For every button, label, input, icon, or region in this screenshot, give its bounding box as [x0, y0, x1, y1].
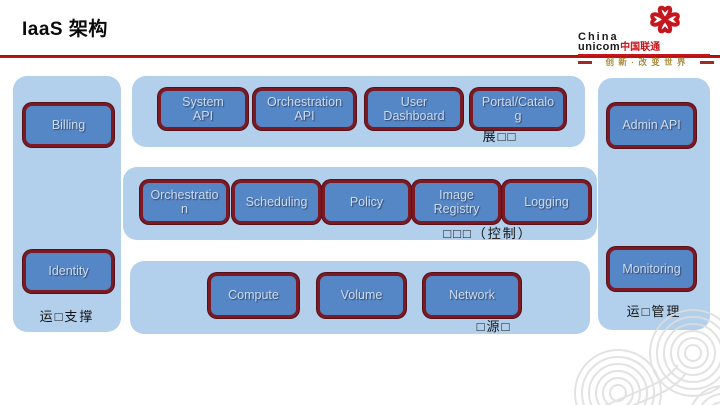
node-label: Monitoring — [622, 261, 681, 276]
node-label: Portal/Catalog — [481, 94, 555, 123]
node-logging: Logging — [502, 180, 591, 224]
caption-operation-support: 运□支撑 — [39, 309, 95, 324]
tagline-dash-right — [700, 60, 714, 64]
tagline-dash-left — [578, 60, 592, 64]
node-label: System API — [182, 94, 224, 123]
node-label: Compute — [228, 288, 279, 303]
node-label: Identity — [48, 264, 89, 279]
tagline-text: 创 新 · 改 变 世 界 — [605, 57, 687, 67]
brand-en: unicom — [578, 41, 621, 53]
node-monitoring: Monitoring — [607, 247, 696, 291]
header-divider — [0, 55, 720, 58]
caption-resource-layer: □源□ — [476, 319, 512, 334]
node-network: Network — [423, 273, 521, 318]
node-orchestration-api: Orchestration API — [253, 88, 356, 130]
node-user-dashboard: User Dashboard — [365, 88, 463, 130]
brand-tagline: 创 新 · 改 变 世 界 — [578, 56, 714, 68]
node-label: Billing — [51, 117, 86, 132]
brand-line1: China — [578, 31, 619, 43]
node-label: Scheduling — [245, 194, 308, 209]
caption-presentation-layer: 展□□ — [482, 129, 518, 144]
unicom-knot-icon — [650, 5, 680, 34]
node-label: Network — [449, 288, 495, 303]
node-portal-catalog: Portal/Catalog — [470, 88, 566, 130]
node-label: User Dashboard — [383, 94, 445, 123]
node-label: Logging — [524, 194, 569, 209]
brand-wordmark: China unicom中国联通 — [578, 32, 714, 53]
node-label: Policy — [349, 194, 384, 209]
node-image-registry: Image Registry — [412, 180, 501, 224]
node-label: Image Registry — [433, 187, 480, 216]
node-policy: Policy — [322, 180, 411, 224]
brand-line2: unicom中国联通 — [578, 42, 714, 53]
node-compute: Compute — [208, 273, 299, 318]
node-volume: Volume — [317, 273, 406, 318]
knot-watermark — [574, 309, 720, 405]
caption-control-layer: □□□（控制） — [443, 226, 533, 241]
node-admin-api: Admin API — [607, 103, 696, 148]
brand-cn: 中国联通 — [620, 42, 661, 53]
node-label: Orchestration API — [266, 94, 343, 123]
brand-underline — [578, 54, 710, 56]
node-label: Volume — [340, 288, 383, 303]
node-label: Orchestration — [150, 187, 219, 216]
node-system-api: System API — [158, 88, 248, 130]
node-billing: Billing — [23, 103, 114, 147]
node-label: Admin API — [622, 118, 681, 133]
china-unicom-logo: China unicom中国联通 创 新 · 改 变 世 界 — [578, 4, 714, 67]
caption-operation-management: 运□管理 — [626, 304, 682, 319]
node-identity: Identity — [23, 250, 114, 293]
page-title: IaaS 架构 — [22, 19, 108, 40]
node-scheduling: Scheduling — [232, 180, 321, 224]
node-orchestration: Orchestration — [140, 180, 229, 224]
